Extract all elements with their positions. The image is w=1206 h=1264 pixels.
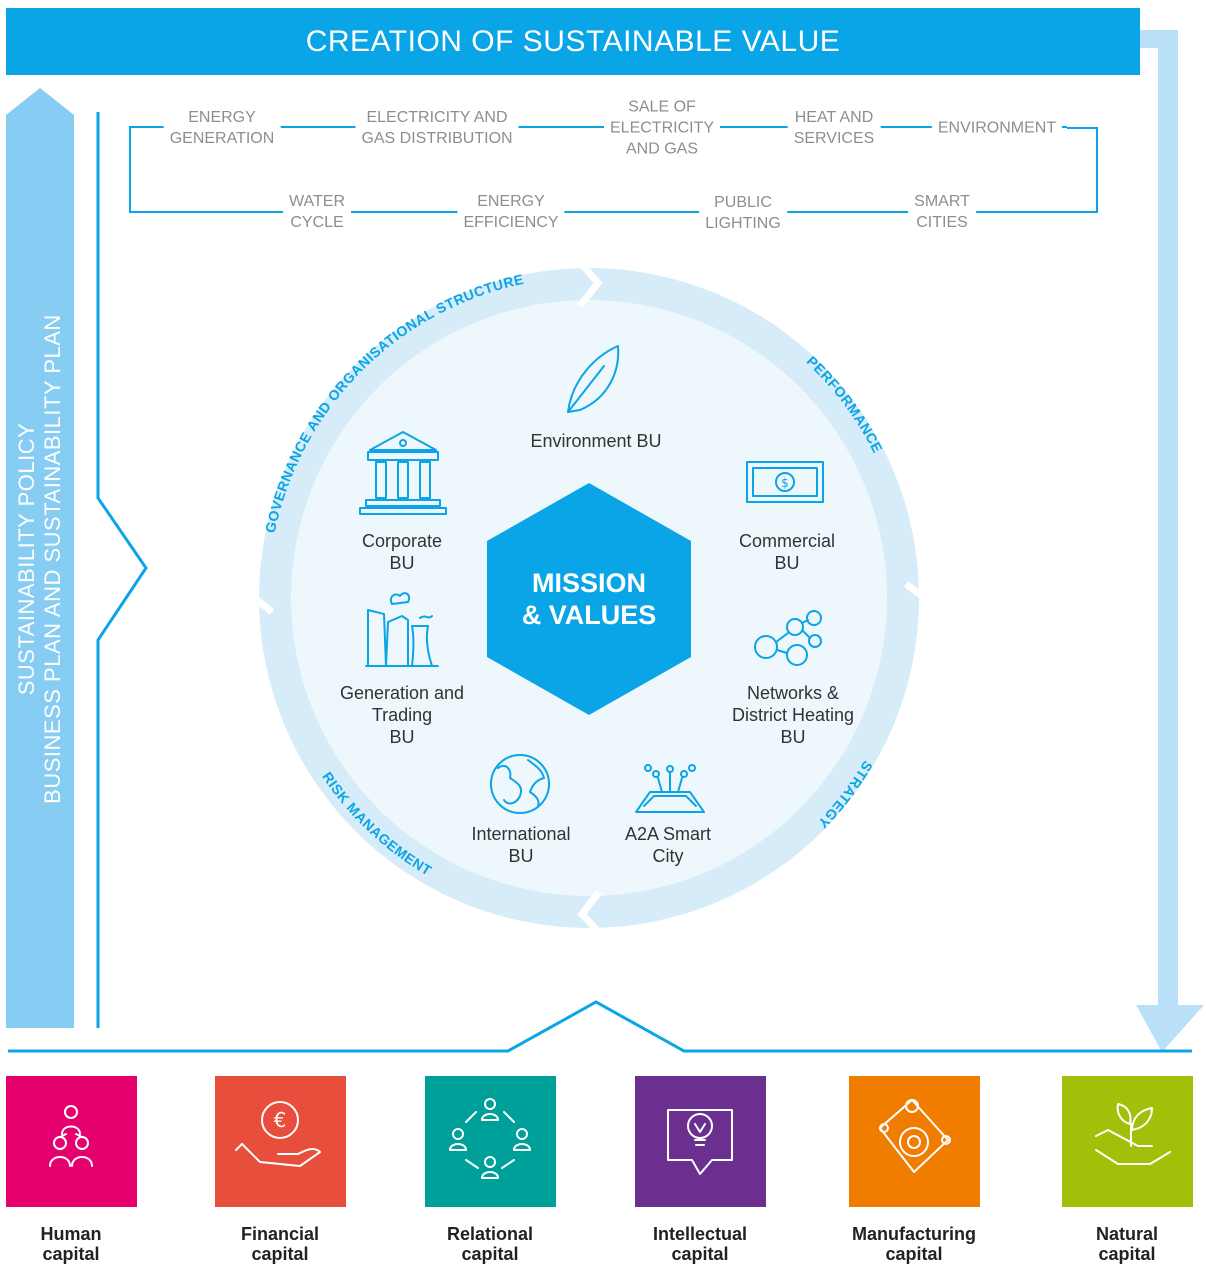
side-line-1: SUSTAINABILITY POLICY (14, 422, 39, 696)
bu-networks-district-heating: Networks & District Heating BU (731, 683, 855, 747)
relations-icon (449, 1098, 531, 1179)
financial-capital-box (215, 1076, 346, 1207)
activity-electricity-gas-distribution: ELECTRICITY AND GAS DISTRIBUTION (355, 107, 519, 149)
capital-financial-label: Financial capital (240, 1224, 320, 1264)
activity-energy-generation: ENERGY GENERATION (163, 107, 281, 149)
bu-international: International BU (471, 824, 571, 866)
mission-hexagon (487, 483, 691, 715)
side-line-2: BUSINESS PLAN AND SUSTAINABILITY PLAN (40, 314, 65, 804)
left-bracket-line (96, 112, 148, 1028)
capital-intellectual-label: Intellectual capital (652, 1224, 748, 1264)
banner-title: CREATION OF SUSTAINABLE VALUE (6, 8, 1140, 75)
ring-separators (229, 259, 949, 937)
activity-water-cycle: WATER CYCLE (283, 191, 351, 233)
activity-sale-electricity-gas: SALE OF ELECTRICITY AND GAS (603, 96, 721, 160)
left-up-arrow (6, 88, 74, 1028)
svg-text:€: € (274, 1108, 287, 1132)
leaf-icon (567, 345, 620, 413)
capital-relational-label: Relational capital (446, 1224, 534, 1264)
intellectual-capital-box (635, 1076, 766, 1207)
bu-corporate: Corporate BU (361, 531, 443, 573)
activity-smart-cities: SMART CITIES (908, 191, 976, 233)
human-capital-box (6, 1076, 137, 1207)
capital-human-label: Human capital (40, 1224, 102, 1264)
right-down-arrow (1136, 30, 1204, 1052)
activities-loop-line (129, 126, 1098, 213)
bottom-peak-line (8, 1000, 1192, 1053)
bank-icon (359, 431, 447, 515)
side-vertical-label: SUSTAINABILITY POLICY BUSINESS PLAN AND … (6, 90, 74, 1028)
bu-commercial: Commercial BU (738, 531, 836, 573)
globe-icon (490, 754, 550, 814)
activity-energy-efficiency: ENERGY EFFICIENCY (457, 191, 565, 233)
activity-public-lighting: PUBLIC LIGHTING (699, 192, 787, 234)
manufacturing-capital-box (849, 1076, 980, 1207)
bu-generation-trading: Generation and Trading BU (339, 683, 465, 747)
bu-a2a-smart-city: A2A Smart City (624, 824, 712, 866)
activity-environment: ENVIRONMENT (931, 117, 1063, 139)
relational-capital-box (425, 1076, 556, 1207)
gear-machine-icon (879, 1099, 951, 1173)
capital-manufacturing-label: Manufacturing capital (852, 1224, 976, 1264)
power-plant-icon (365, 592, 439, 667)
euro-hand-icon: € (235, 1101, 321, 1167)
svg-text:$: $ (781, 476, 789, 490)
bu-environment: Environment BU (530, 431, 662, 451)
bulb-speech-icon (667, 1109, 733, 1175)
network-icon (754, 610, 822, 666)
capital-natural-label: Natural capital (1095, 1224, 1158, 1264)
people-network-icon (49, 1105, 93, 1167)
mission-values-title: MISSION & VALUES (521, 568, 657, 630)
plant-hand-icon (1095, 1103, 1171, 1165)
activity-heat-services: HEAT AND SERVICES (787, 107, 881, 149)
banknote-icon: $ (746, 461, 824, 503)
smart-city-icon (635, 764, 705, 813)
